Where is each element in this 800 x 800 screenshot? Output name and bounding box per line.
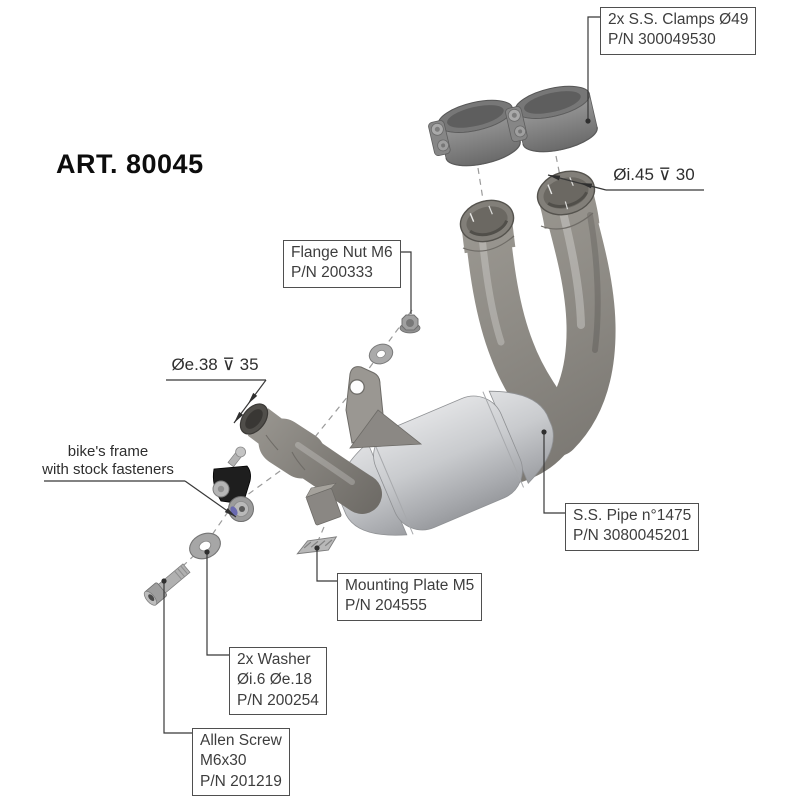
pipe-outlet-left <box>459 199 515 243</box>
callout-flange-nut-line1: Flange Nut M6 <box>291 244 393 261</box>
callout-allen-screw-line1: Allen Screw <box>200 732 282 749</box>
inlet-pipe <box>247 408 382 514</box>
callout-allen-screw: Allen Screw M6x30 P/N 201219 <box>192 728 290 797</box>
pipe-outlet-right <box>536 170 596 216</box>
frame-note-line2: with stock fasteners <box>42 461 174 479</box>
callout-washer-line2: Øi.6 Øe.18 <box>237 671 312 689</box>
frame-note-line1: bike's frame <box>67 443 149 460</box>
dimension-inlet: Øe.38 ⊽ 35 <box>171 355 259 374</box>
washer-lower <box>189 532 221 560</box>
frame-bracket <box>212 446 254 522</box>
leader-endpoints <box>161 118 593 584</box>
callout-clamps-line2: P/N 300049530 <box>608 31 716 49</box>
callout-allen-screw-line2: M6x30 <box>200 752 247 770</box>
pipe-inlet-opening <box>239 403 269 435</box>
dimension-outlet: Øi.45 ⊽ 30 <box>613 165 695 184</box>
article-number: ART. 80045 <box>56 149 204 179</box>
callout-ss-pipe-line2: P/N 3080045201 <box>573 527 690 545</box>
callout-mounting-plate-line1: Mounting Plate M5 <box>345 577 475 594</box>
callout-mounting-plate: Mounting Plate M5 P/N 204555 <box>337 573 483 621</box>
callout-clamps: 2x S.S. Clamps Ø49 P/N 300049530 <box>600 7 757 55</box>
callout-washer-line1: 2x Washer <box>237 651 311 668</box>
converter-bracket-tab <box>345 366 423 449</box>
callout-ss-pipe-line1: S.S. Pipe n°1475 <box>573 507 692 524</box>
callout-washer: 2x Washer Øi.6 Øe.18 P/N 200254 <box>229 647 327 716</box>
callout-ss-pipe: S.S. Pipe n°1475 P/N 3080045201 <box>565 503 700 551</box>
callout-allen-screw-line3: P/N 201219 <box>200 772 282 790</box>
mounting-plate <box>296 536 338 555</box>
allen-screw <box>143 563 191 606</box>
callout-clamps-line1: 2x S.S. Clamps Ø49 <box>608 11 749 28</box>
mount-boss <box>305 482 342 526</box>
callout-flange-nut-line2: P/N 200333 <box>291 264 373 282</box>
washer-upper <box>368 343 394 365</box>
callout-washer-line3: P/N 200254 <box>237 691 319 709</box>
callout-mounting-plate-line2: P/N 204555 <box>345 597 427 615</box>
callout-flange-nut: Flange Nut M6 P/N 200333 <box>283 240 401 288</box>
flange-nut <box>399 314 421 334</box>
clamp-left <box>424 93 524 175</box>
frame-note: bike's frame with stock fasteners <box>28 443 188 480</box>
